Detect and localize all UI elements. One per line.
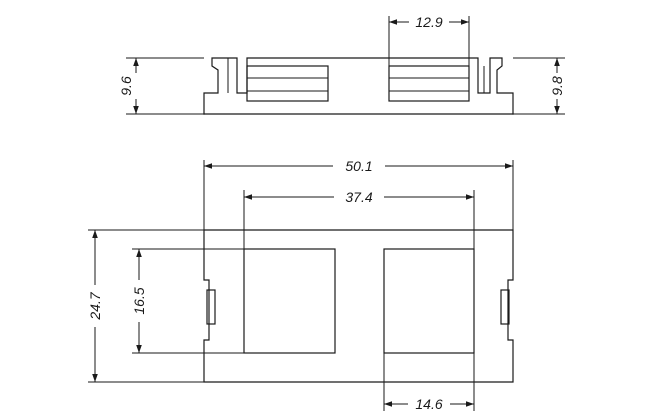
plan-view-outline (203, 229, 514, 383)
dim-top-pocket-width: 12.9 (388, 14, 470, 66)
dim-window-height: 16.5 (131, 248, 244, 354)
dim-left-height: 9.6 (118, 57, 204, 115)
right-latch-slot (500, 289, 510, 325)
dim-label-16-5: 16.5 (131, 287, 147, 314)
dim-label-24-7: 24.7 (87, 291, 103, 320)
dim-label-14-6: 14.6 (415, 396, 442, 412)
dim-label-50-1: 50.1 (345, 158, 372, 174)
dim-label-37-4: 37.4 (345, 189, 372, 205)
dim-overall-width: 50.1 (203, 158, 514, 230)
right-window (383, 248, 475, 354)
plan-view: 50.1 37.4 24.7 16.5 (87, 158, 514, 412)
left-latch-slot (206, 289, 216, 325)
side-view: 12.9 9.6 9.8 (118, 14, 565, 115)
dim-label-9-8: 9.8 (549, 76, 565, 96)
left-pocket (246, 65, 329, 102)
dim-label-12-9: 12.9 (415, 14, 442, 30)
side-view-outline (203, 57, 514, 115)
right-pocket (388, 65, 470, 102)
dim-window-width: 14.6 (383, 353, 475, 412)
left-window (243, 248, 336, 354)
dim-right-height: 9.8 (513, 57, 565, 115)
dim-inner-span: 37.4 (243, 189, 475, 249)
dim-label-9-6: 9.6 (118, 76, 134, 96)
dim-overall-height: 24.7 (87, 229, 204, 383)
